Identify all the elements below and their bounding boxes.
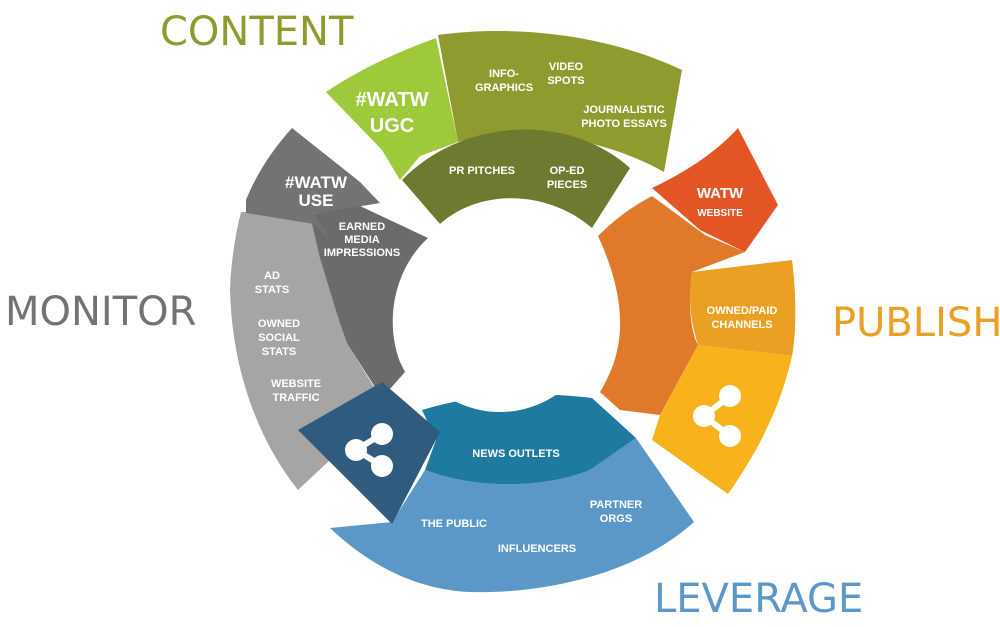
website-label-line2: WEBSITE (697, 208, 743, 219)
share-icon (345, 423, 393, 477)
social-stats-label-line1: OWNED (258, 318, 300, 330)
oped-label-line2: PIECES (547, 179, 587, 191)
publish-title: PUBLISH (832, 300, 1000, 346)
monitor-inner-segment (310, 205, 428, 398)
ad-stats-label-line1: AD (264, 270, 280, 282)
monitor-outer-segment (230, 212, 382, 490)
traffic-label-line1: WEBSITE (271, 378, 321, 390)
content-ugc-segment (326, 38, 458, 180)
leverage-inner-segment (422, 394, 636, 485)
share-icon (693, 385, 741, 447)
partners-label-line2: ORGS (600, 513, 632, 525)
website-label-line1: WATW (697, 185, 744, 202)
channels-label-line2: CHANNELS (711, 319, 772, 331)
publish-inner-segment (598, 196, 745, 415)
center-hub (400, 212, 600, 412)
news-outlets-label: NEWS OUTLETS (472, 448, 559, 460)
pr-pitches-label: PR PITCHES (449, 165, 515, 177)
leverage-share-segment (298, 382, 440, 524)
content-title: CONTENT (160, 9, 354, 55)
publish-share-segment (652, 345, 792, 494)
publish-website-segment (652, 128, 778, 252)
video-label-line1: VIDEO (549, 61, 584, 73)
ad-stats-label-line2: STATS (255, 284, 289, 296)
publish-channels-segment (690, 260, 796, 356)
leverage-title: LEVERAGE (654, 576, 863, 622)
social-stats-label-line2: SOCIAL (258, 332, 300, 344)
use-label-line1: #WATW (285, 173, 348, 192)
partners-label-line1: PARTNER (590, 499, 642, 511)
monitor-title: MONITOR (5, 289, 196, 335)
content-outer-segment (438, 31, 682, 173)
monitor-use-segment (246, 128, 380, 240)
photo-essays-label-line2: PHOTO ESSAYS (581, 118, 667, 130)
content-inner-segment (402, 129, 630, 228)
channels-label-line1: OWNED/PAID (707, 305, 778, 317)
oped-label-line1: OP-ED (550, 165, 585, 177)
infographics-label-line2: GRAPHICS (475, 82, 533, 94)
public-label: THE PUBLIC (421, 518, 487, 530)
ugc-label-line1: #WATW (356, 89, 429, 111)
influencers-label: INFLUENCERS (498, 543, 576, 555)
ugc-label-line2: UGC (370, 115, 414, 137)
social-stats-label-line3: STATS (262, 346, 296, 358)
earned-label-line2: MEDIA (344, 234, 380, 246)
photo-essays-label-line1: JOURNALISTIC (583, 104, 664, 116)
earned-label-line1: EARNED (339, 221, 386, 233)
earned-label-line3: IMPRESSIONS (324, 247, 400, 259)
infographics-label-line1: INFO- (489, 68, 519, 80)
leverage-outer-segment (330, 438, 694, 593)
video-label-line2: SPOTS (547, 75, 584, 87)
use-label-line2: USE (299, 191, 334, 210)
traffic-label-line2: TRAFFIC (272, 392, 319, 404)
